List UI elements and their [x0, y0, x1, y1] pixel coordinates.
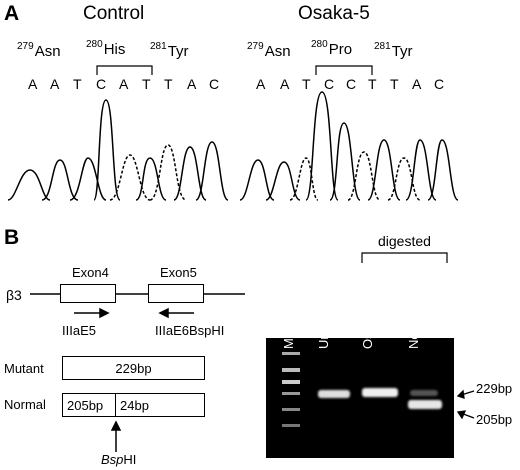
osaka5-base: C	[434, 76, 445, 92]
osaka5-codon-281: 281Tyr	[374, 41, 413, 60]
normal-size-a-label: 205bp	[67, 398, 104, 413]
primer-fwd-arrow	[74, 307, 110, 319]
osaka5-base: T	[390, 76, 399, 92]
normal-label: Normal	[4, 397, 46, 412]
osaka5-base: A	[280, 76, 290, 92]
lane-label-marker: Marker	[281, 308, 296, 349]
control-title: Control	[83, 3, 145, 24]
mutant-fragment-box: 229bp	[62, 356, 205, 380]
normal-band	[408, 400, 442, 409]
control-codon-280: 280His	[86, 39, 126, 58]
control-base: C	[209, 76, 220, 92]
bsphi-cut-divider	[115, 393, 116, 417]
primer-rev-label: IIIaE6BspHI	[155, 323, 225, 338]
osaka5-base: A	[412, 76, 422, 92]
osaka5-base: A	[256, 76, 266, 92]
control-base: A	[119, 76, 129, 92]
band-229-arrow	[456, 389, 475, 399]
lane-label-normal: Normal	[406, 307, 421, 349]
beta3-label: β3	[6, 287, 22, 303]
normal-size-b-label: 24bp	[120, 398, 149, 413]
undigested-band	[318, 390, 350, 398]
exon4-label: Exon4	[72, 265, 109, 280]
enzyme-label: BspHI	[101, 452, 137, 467]
osaka5-base: T	[368, 76, 377, 92]
exon5-box	[148, 284, 204, 303]
lane-label-undigested: Undigested	[316, 283, 331, 349]
gel-image	[266, 338, 454, 458]
digested-bracket	[361, 252, 448, 263]
exon4-box	[60, 284, 116, 303]
panel-b-letter: B	[4, 226, 20, 249]
control-codon-bracket	[96, 65, 153, 75]
exon5-label: Exon5	[160, 265, 197, 280]
bsphi-arrow	[110, 420, 122, 452]
osaka5-codon-280: 280Pro	[311, 39, 353, 58]
marker-band	[282, 368, 300, 372]
primer-fwd-label: IIIaE5	[62, 323, 96, 338]
band-205-label: 205bp	[476, 412, 513, 427]
control-base: T	[73, 76, 82, 92]
control-base: T	[164, 76, 173, 92]
primer-rev-arrow	[158, 307, 194, 319]
panel-a-letter: A	[4, 2, 20, 25]
control-base: A	[28, 76, 38, 92]
control-base: C	[96, 76, 107, 92]
osaka5-base: C	[346, 76, 357, 92]
marker-band	[282, 392, 300, 395]
band-229-label: 229bp	[476, 381, 513, 396]
control-base: A	[50, 76, 60, 92]
marker-band	[282, 380, 300, 384]
osaka5-base: T	[302, 76, 311, 92]
control-base: A	[187, 76, 197, 92]
control-chromatogram	[7, 99, 229, 201]
mutant-size-label: 229bp	[115, 361, 152, 376]
digested-label: digested	[378, 233, 431, 249]
marker-band	[282, 352, 300, 355]
marker-band	[282, 408, 300, 411]
osaka5-codon-bracket	[315, 65, 373, 75]
marker-band	[282, 424, 300, 427]
osaka5-band	[362, 388, 398, 397]
mutant-label: Mutant	[4, 361, 44, 376]
control-codon-279: 279Asn	[17, 41, 61, 60]
osaka5-title: Osaka-5	[298, 3, 370, 24]
osaka5-chromatogram	[239, 91, 459, 201]
normal-faint-band	[410, 390, 438, 396]
lane-label-osaka5: Osaka-5	[360, 299, 375, 349]
osaka5-base: C	[324, 76, 335, 92]
osaka5-codon-279: 279Asn	[247, 41, 291, 60]
control-base: T	[142, 76, 151, 92]
control-codon-281: 281Tyr	[150, 41, 189, 60]
band-205-arrow	[456, 410, 475, 420]
normal-fragment-box: 205bp 24bp	[62, 393, 205, 417]
